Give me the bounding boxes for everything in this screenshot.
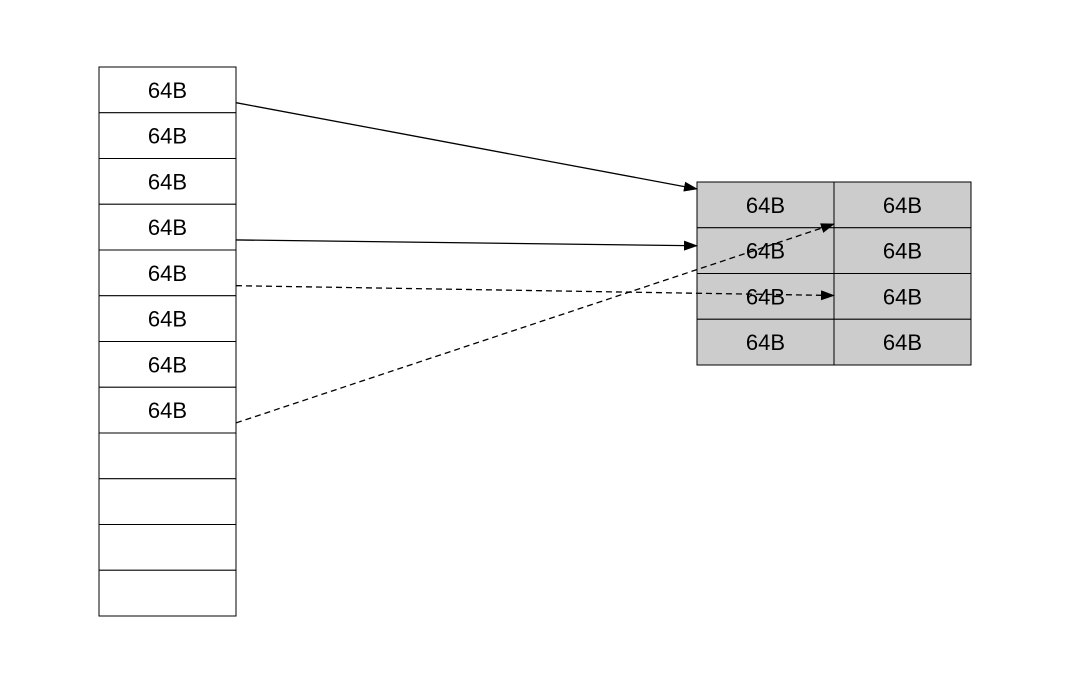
left-cell: 64B bbox=[98, 386, 237, 434]
grid-cell-label: 64B bbox=[746, 193, 785, 218]
dashed-arrow bbox=[235, 223, 835, 424]
left-cell-box bbox=[98, 295, 237, 342]
left-cell: 64B bbox=[98, 341, 237, 388]
left-cell: 64B bbox=[98, 158, 237, 205]
grid-cell-label: 64B bbox=[883, 330, 922, 355]
left-cell-label: 64B bbox=[148, 398, 187, 423]
grid-cell-box bbox=[833, 318, 972, 366]
grid-cell-label: 64B bbox=[746, 284, 785, 309]
left-column: 64B 64B 64B 64B 64B 64B 64B 64B bbox=[98, 66, 237, 617]
left-cell-box bbox=[98, 112, 237, 159]
grid-cell: 64B bbox=[696, 227, 835, 274]
left-cell-box bbox=[98, 386, 237, 434]
left-cell bbox=[98, 569, 237, 617]
grid-cell-box bbox=[833, 181, 972, 229]
left-cell: 64B bbox=[98, 249, 237, 297]
solid-arrow bbox=[235, 102, 698, 192]
grid-cell: 64B bbox=[833, 181, 972, 229]
left-cell-box bbox=[98, 524, 237, 571]
grid-cell: 64B bbox=[833, 227, 972, 274]
left-cell bbox=[98, 432, 237, 480]
grid-cell: 64B bbox=[696, 273, 835, 320]
arrows bbox=[235, 102, 835, 424]
left-cell-label: 64B bbox=[148, 78, 187, 103]
grid-cell: 64B bbox=[833, 273, 972, 320]
left-cell-label: 64B bbox=[148, 124, 187, 149]
left-cell-box bbox=[98, 478, 237, 525]
left-cell-box bbox=[98, 203, 237, 251]
grid-cell-box bbox=[833, 273, 972, 320]
left-cell-label: 64B bbox=[148, 261, 187, 286]
left-cell-label: 64B bbox=[148, 307, 187, 332]
grid-cell-label: 64B bbox=[883, 284, 922, 309]
left-cell: 64B bbox=[98, 112, 237, 159]
left-cell bbox=[98, 478, 237, 525]
grid-cell-label: 64B bbox=[883, 193, 922, 218]
grid-cell-label: 64B bbox=[883, 239, 922, 264]
left-cell-box bbox=[98, 432, 237, 480]
grid-cell-box bbox=[696, 318, 835, 366]
left-cell-box bbox=[98, 66, 237, 114]
grid-cell-box bbox=[833, 227, 972, 274]
grid-cell-box bbox=[696, 273, 835, 320]
left-cell: 64B bbox=[98, 295, 237, 342]
left-cell-box bbox=[98, 158, 237, 205]
left-cell-label: 64B bbox=[148, 169, 187, 194]
grid-cell: 64B bbox=[696, 318, 835, 366]
left-cell: 64B bbox=[98, 66, 237, 114]
left-cell-label: 64B bbox=[148, 215, 187, 240]
left-cell-label: 64B bbox=[148, 352, 187, 377]
right-grid: 64B 64B 64B 64B 64B 64B 64B 64B bbox=[696, 181, 972, 366]
left-cell bbox=[98, 524, 237, 571]
grid-cell: 64B bbox=[696, 181, 835, 229]
grid-cell-label: 64B bbox=[746, 330, 785, 355]
left-cell: 64B bbox=[98, 203, 237, 251]
left-cell-box bbox=[98, 569, 237, 617]
grid-cell: 64B bbox=[833, 318, 972, 366]
solid-arrow bbox=[235, 239, 698, 251]
